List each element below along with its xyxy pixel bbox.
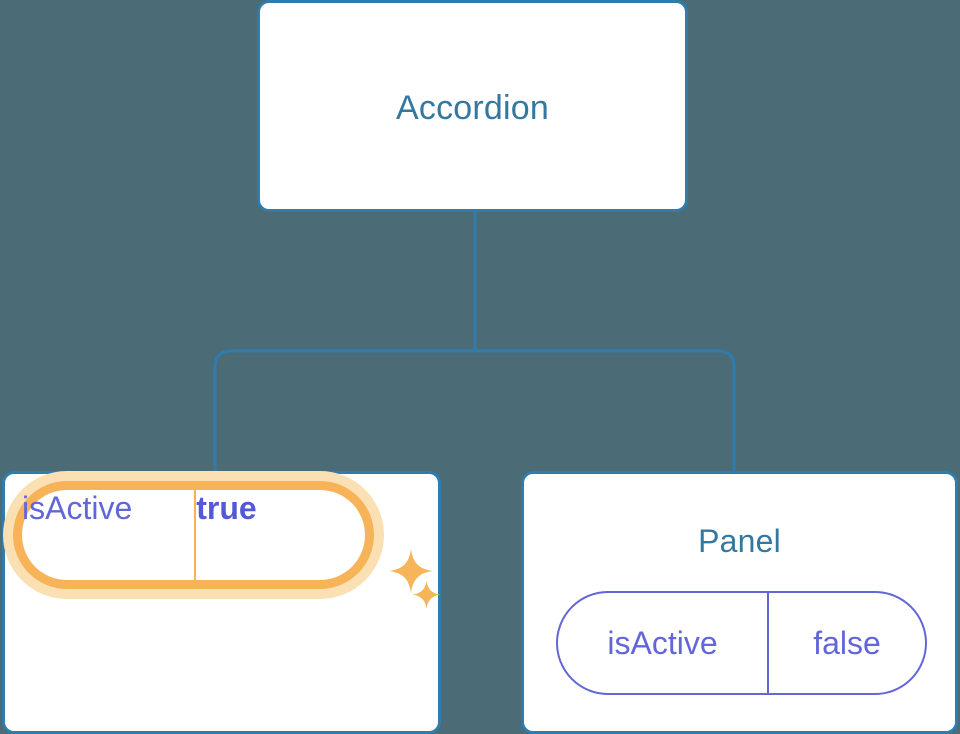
prop-key-isactive: isActive — [22, 490, 197, 580]
prop-pill-isactive-true[interactable]: isActive true — [3, 471, 384, 599]
sparkle-small-icon — [412, 581, 441, 609]
node-panel-inactive[interactable]: Panel isActive false — [521, 471, 958, 734]
prop-pill-isactive-false[interactable]: isActive false — [556, 591, 927, 695]
sparkle-large-icon — [389, 549, 433, 593]
connector-bus — [213, 349, 736, 472]
prop-value-false: false — [813, 624, 881, 661]
prop-key-isactive: isActive — [558, 593, 770, 693]
prop-pill-body: isActive true — [22, 490, 365, 580]
node-accordion-title: Accordion — [396, 89, 549, 127]
prop-value-true: true — [196, 490, 257, 526]
node-panel-active[interactable]: Panel isActive true — [2, 471, 441, 734]
node-panel-inactive-title: Panel — [698, 523, 781, 559]
node-accordion[interactable]: Accordion — [257, 0, 688, 212]
prop-pill-highlight-ring: isActive true — [13, 481, 374, 589]
